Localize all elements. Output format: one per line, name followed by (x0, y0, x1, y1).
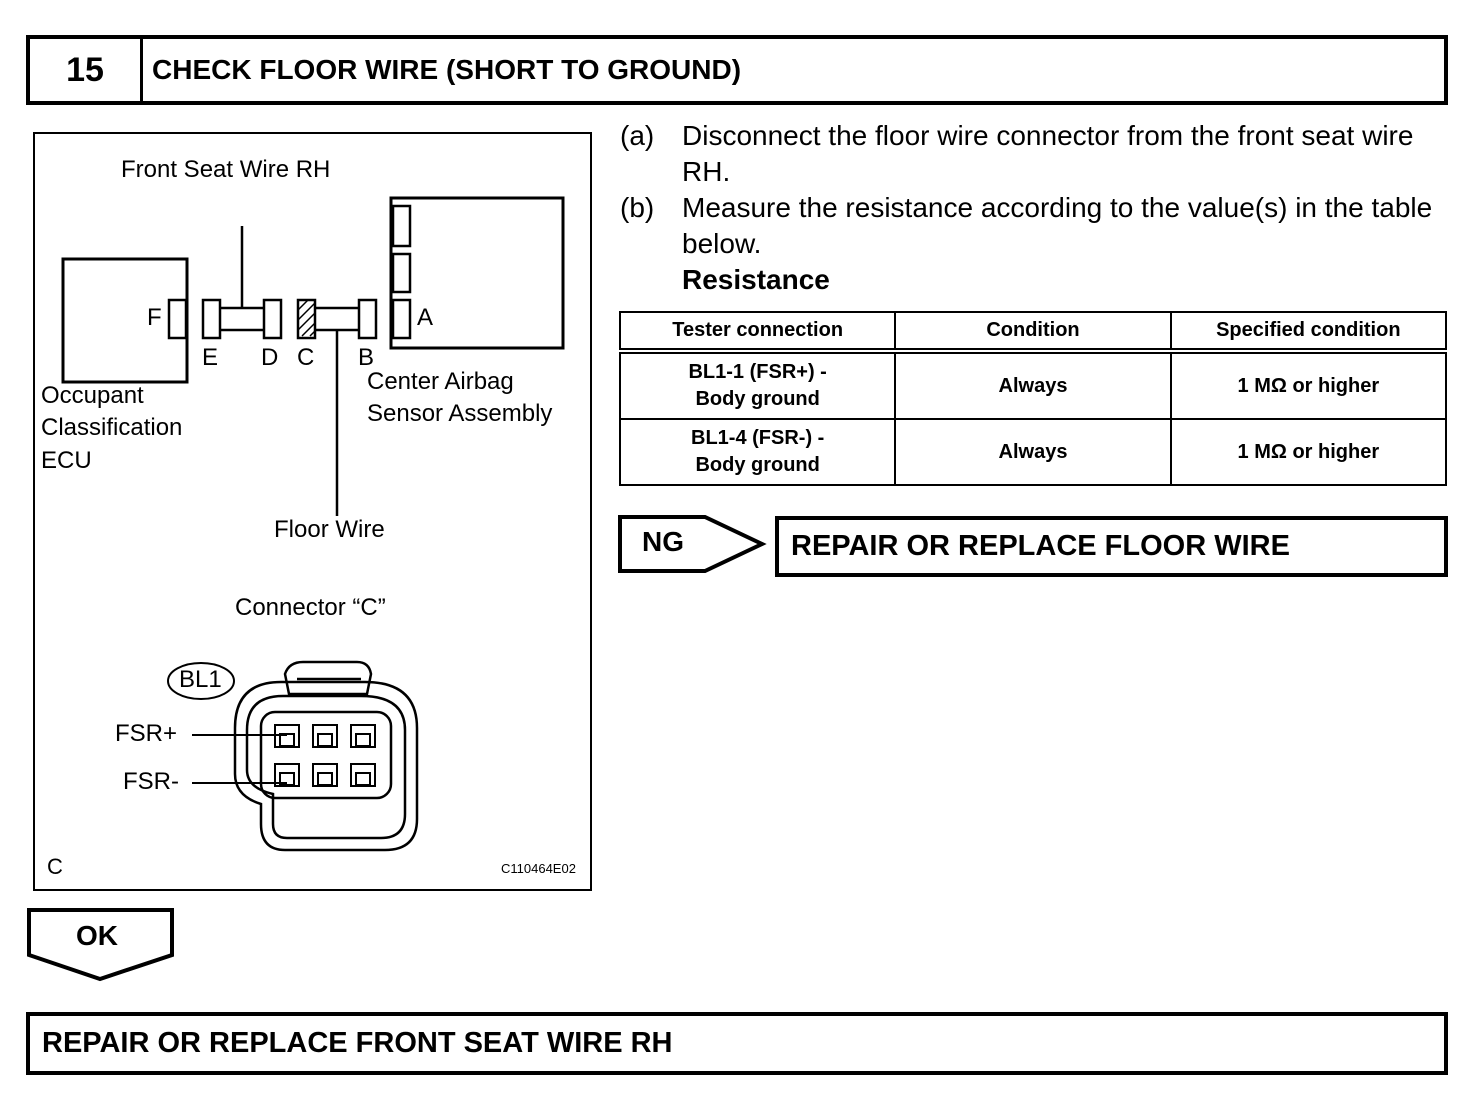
ok-action-box: REPAIR OR REPLACE FRONT SEAT WIRE RH (26, 1012, 1448, 1075)
letter-d: D (261, 344, 279, 371)
airbag-connector-mid (391, 252, 412, 294)
ecu-label: Occupant Classification ECU (41, 382, 183, 474)
floor-wire-label: Floor Wire (274, 516, 385, 543)
table-header-row: Tester connection Condition Specified co… (618, 311, 1448, 352)
airbag-connector-top (391, 204, 412, 248)
front-seat-wire-label: Front Seat Wire RH (121, 156, 331, 183)
fsr-minus-label: FSR- (123, 768, 179, 795)
letter-b: B (358, 344, 375, 371)
letter-e: E (202, 344, 219, 371)
airbag-sensor-box (389, 196, 565, 350)
step-b-key: (b) (620, 192, 655, 223)
letter-a: A (417, 304, 434, 331)
table-row: BL1-1 (FSR+) - Body ground Always 1 MΩ o… (618, 350, 1448, 420)
tester-connection-cell: BL1-1 (FSR+) - Body ground (618, 350, 897, 420)
ng-label: NG (642, 526, 684, 557)
step-header: 15 CHECK FLOOR WIRE (SHORT TO GROUND) (26, 35, 1448, 105)
connector-d (262, 298, 283, 340)
table-row: BL1-4 (FSR-) - Body ground Always 1 MΩ o… (618, 418, 1448, 486)
fsr-plus-label: FSR+ (115, 720, 178, 747)
step-number: 15 (30, 39, 143, 101)
wiring-diagram: Front Seat Wire RH F A E D C B Occupant … (33, 132, 592, 891)
step-b-text: Measure the resistance according to the … (682, 192, 1433, 259)
ok-label: OK (76, 920, 118, 951)
step-b: (b) Measure the resistance according to … (620, 190, 1450, 262)
step-a: (a) Disconnect the floor wire connector … (620, 118, 1450, 190)
condition-cell: Always (894, 418, 1172, 486)
airbag-sensor-label: Center Airbag Sensor Assembly (367, 368, 553, 428)
connector-title: Connector “C” (235, 594, 386, 621)
ok-action-text: REPAIR OR REPLACE FRONT SEAT WIRE RH (42, 1027, 673, 1059)
procedure-steps: (a) Disconnect the floor wire connector … (620, 118, 1450, 298)
ok-arrow-icon (27, 908, 174, 982)
bl1-oval (167, 662, 235, 700)
step-a-text: Disconnect the floor wire connector from… (682, 120, 1414, 187)
wiring-diagram-drawing (61, 196, 565, 852)
connector-b (357, 298, 378, 340)
specified-condition-cell: 1 MΩ or higher (1169, 418, 1448, 486)
resistance-table: Tester connection Condition Specified co… (618, 311, 1448, 486)
specified-condition-cell: 1 MΩ or higher (1169, 350, 1448, 420)
column-header: Condition (894, 311, 1172, 352)
ng-action-text: REPAIR OR REPLACE FLOOR WIRE (791, 530, 1290, 562)
connector-a (391, 298, 412, 340)
connector-id: BL1 (179, 666, 222, 693)
letter-f: F (147, 304, 162, 331)
column-header: Specified condition (1169, 311, 1448, 352)
connector-e (201, 298, 222, 340)
figure-code: C110464E02 (501, 861, 576, 876)
connector-c-face (233, 660, 419, 852)
tester-connection-cell: BL1-4 (FSR-) - Body ground (618, 418, 897, 486)
column-header: Tester connection (618, 311, 897, 352)
connector-f (167, 298, 188, 340)
ng-action-box: REPAIR OR REPLACE FLOOR WIRE (775, 516, 1448, 577)
resistance-title: Resistance (682, 264, 830, 295)
corner-letter: C (47, 854, 63, 879)
step-a-key: (a) (620, 120, 655, 151)
condition-cell: Always (894, 350, 1172, 420)
letter-c: C (297, 344, 315, 371)
step-title: CHECK FLOOR WIRE (SHORT TO GROUND) (152, 54, 742, 85)
ng-arrow-icon (618, 515, 767, 573)
